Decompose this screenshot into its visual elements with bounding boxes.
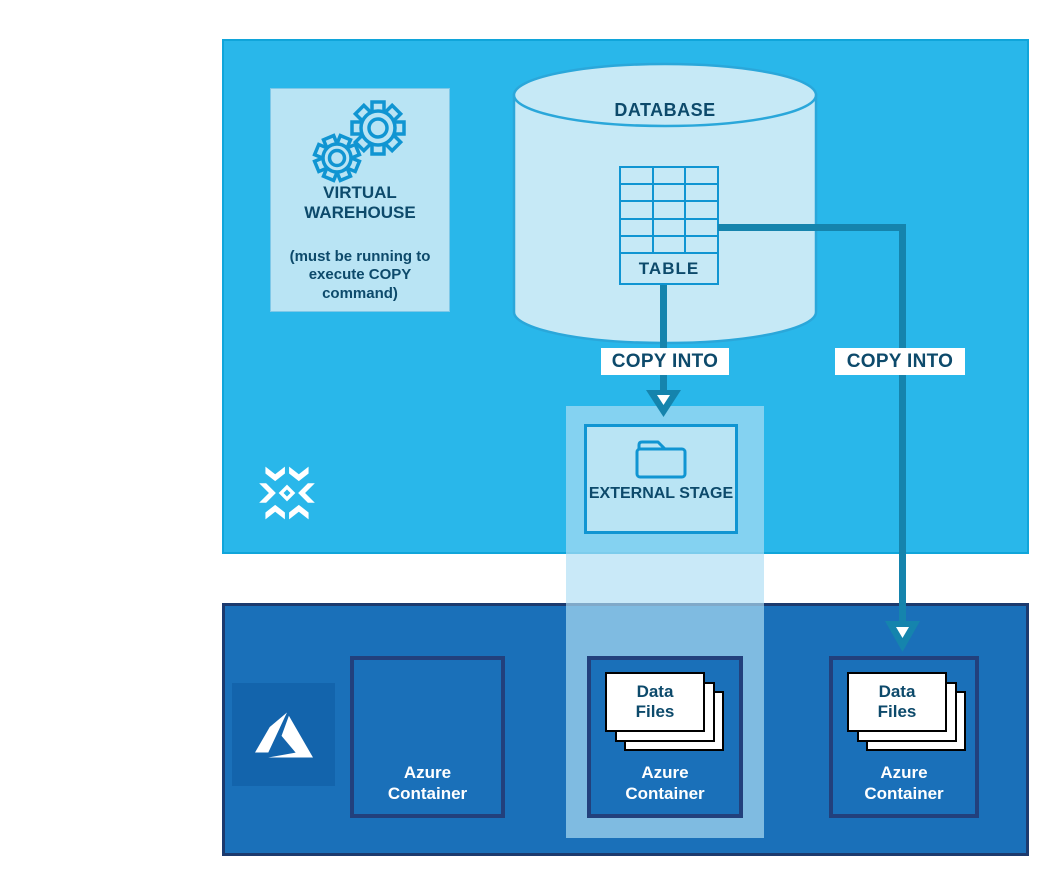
table-grid	[619, 166, 719, 254]
data-files-label: Data Files	[635, 681, 675, 721]
azure-container-1-label: Azure Container	[387, 763, 468, 803]
external-stage-box	[584, 424, 738, 534]
virtual-warehouse-title: VIRTUAL WAREHOUSE	[304, 183, 416, 223]
azure-container-2: Data Files Azure Container	[587, 656, 743, 818]
virtual-warehouse-note: (must be running to execute COPY command…	[289, 248, 431, 302]
copy-into-label-left: COPY INTO	[601, 348, 729, 375]
data-files-stack: Data Files	[847, 672, 971, 756]
database-label: DATABASE	[614, 100, 716, 120]
azure-container-3: Data Files Azure Container	[829, 656, 979, 818]
azure-logo-icon	[254, 712, 313, 757]
external-stage-label: EXTERNAL STAGE	[588, 485, 734, 502]
data-file-card-front: Data Files	[847, 672, 947, 732]
arrow-table-right-segment	[718, 224, 906, 231]
data-file-card-front: Data Files	[605, 672, 705, 732]
folder-icon	[635, 440, 687, 479]
azure-container-3-label: Azure Container	[864, 763, 944, 803]
data-files-label: Data Files	[877, 681, 917, 721]
gears-icon	[312, 100, 406, 183]
arrowhead-down-icon	[885, 621, 920, 652]
snowflake-logo-icon	[259, 466, 315, 520]
data-files-stack: Data Files	[605, 672, 729, 756]
arrow-table-to-stage	[660, 285, 667, 391]
arrow-table-to-container	[899, 224, 906, 623]
copy-into-label-right: COPY INTO	[835, 348, 965, 375]
arrowhead-down-icon	[646, 390, 681, 417]
table-label: TABLE	[619, 252, 719, 285]
azure-container-2-label: Azure Container	[625, 763, 705, 803]
azure-logo-tile	[232, 683, 335, 786]
azure-container-1: Azure Container	[350, 656, 505, 818]
